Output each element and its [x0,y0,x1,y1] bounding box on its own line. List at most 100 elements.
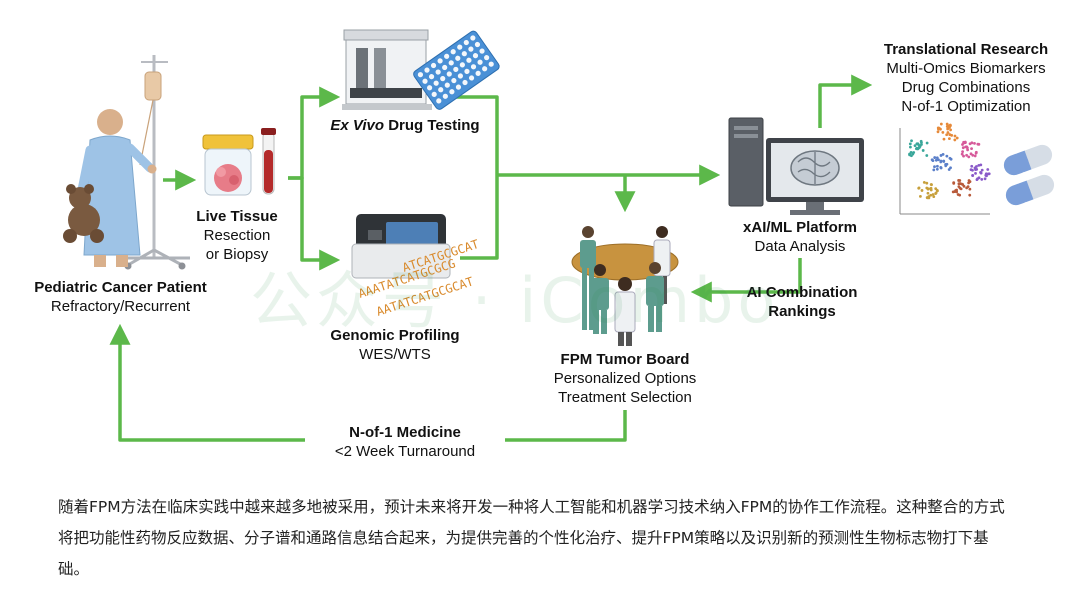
cluster-dot [985,174,988,178]
well-dot [436,98,442,104]
capsule-icon [1005,174,1055,206]
exvivo-label: Ex Vivo Drug Testing [305,116,505,135]
well-dot [468,75,475,81]
sequencer-illustration: ATCATGCGCAT AAATATCATGCGCG AATATCATGCGCA… [351,214,481,319]
exvivo-illustration [342,29,500,110]
cluster-dot [914,147,918,151]
cluster-dot [936,164,939,168]
cluster-dot [926,191,930,195]
cluster-dot [942,137,946,141]
platform-subtitle: Data Analysis [754,238,846,255]
tissue-label: Live Tissue Resection or Biopsy [178,207,296,264]
arrow-tissue-to-exvivo [288,86,341,180]
cluster-dot [941,152,945,156]
well-dot [464,68,470,74]
computer-illustration [728,117,864,215]
well-dot [450,49,456,55]
tissue-illustration [202,128,276,196]
cluster-dot [933,165,936,169]
tissue-line2: or Biopsy [205,246,269,263]
patient-label: Pediatric Cancer Patient Refractory/Recu… [18,278,223,316]
well-dot [463,39,469,46]
well-dot [455,84,462,90]
brain-icon [790,150,840,186]
well-dot [424,67,430,73]
well-dot [459,62,465,68]
board-line1: Personalized Options [553,370,697,387]
well-dot [470,64,477,70]
cluster-dot [969,152,973,156]
cluster-dot [949,166,952,170]
cluster-dot [949,128,953,132]
cluster-dot [939,159,943,163]
well-dot [484,55,490,61]
cluster-dot [971,173,975,177]
arrow-rankings-to-board [690,258,802,303]
cluster-dot [961,183,965,186]
cluster-dot [970,164,974,168]
cluster-dot [958,179,962,182]
well-dot [475,70,481,76]
medicine-title: N-of-1 Medicine [349,424,461,441]
teddy-bear-icon [63,184,104,243]
platform-label: xAI/ML Platform Data Analysis [718,218,882,256]
exvivo-title-italic: Ex Vivo [330,117,385,134]
genomic-title: Genomic Profiling [330,327,460,344]
well-dot [442,64,448,71]
medicine-label: N-of-1 Medicine <2 Week Turnaround [305,423,505,461]
person-icon [646,262,664,332]
arrow-tissue-to-genomic [288,176,341,271]
rankings-line2: Rankings [768,303,836,320]
cluster-dot [937,126,941,130]
well-dot [427,85,433,91]
well-dot [430,62,437,69]
cluster-dot [980,178,984,181]
cluster-dot [934,158,938,162]
cluster-dot [910,139,913,143]
well-dot [444,82,450,88]
cluster-dot [967,155,971,159]
cluster-dot [953,138,957,142]
cluster-dot [961,146,965,150]
tissue-title: Live Tissue [196,208,278,225]
well-dot [431,91,437,97]
workflow-diagram: ATCATGCGCAT AAATATCATGCGCG AATATCATGCGCA… [18,29,1055,461]
umap-scatter-illustration [899,122,991,215]
cluster-dot [967,179,971,182]
cluster-dot [968,193,972,197]
cluster-dot [925,196,929,200]
cluster-dot [969,168,973,172]
cluster-dot [925,154,929,157]
person-icon [614,277,636,346]
cluster-dot [953,134,957,138]
well-dot [435,69,441,75]
cluster-dot [917,186,921,190]
cluster-dot [986,168,990,171]
well-dot [448,60,454,66]
arrow-genomic-merge [460,175,499,260]
cluster-dot [932,168,936,172]
well-dot [477,59,483,65]
cluster-dot [979,163,983,167]
well-plate-icon [413,30,500,110]
well-dot [468,46,474,52]
well-dot [472,53,479,59]
cluster-dot [966,148,969,152]
well-dot [461,51,467,57]
cluster-dot [968,142,972,146]
cluster-dot [948,137,951,141]
cluster-dot [921,149,925,152]
cluster-dot [936,130,940,134]
well-dot [457,44,463,50]
well-dot [433,80,439,86]
capsule-icon [1003,144,1053,176]
cluster-dot [925,141,929,145]
well-dot [446,71,452,77]
cluster-dot [955,188,958,192]
cluster-dot [911,152,915,156]
cluster-dot [946,131,950,134]
cluster-dot [937,158,940,162]
cluster-dot [918,145,922,148]
cluster-dot [920,143,923,146]
cluster-dot [913,144,917,148]
